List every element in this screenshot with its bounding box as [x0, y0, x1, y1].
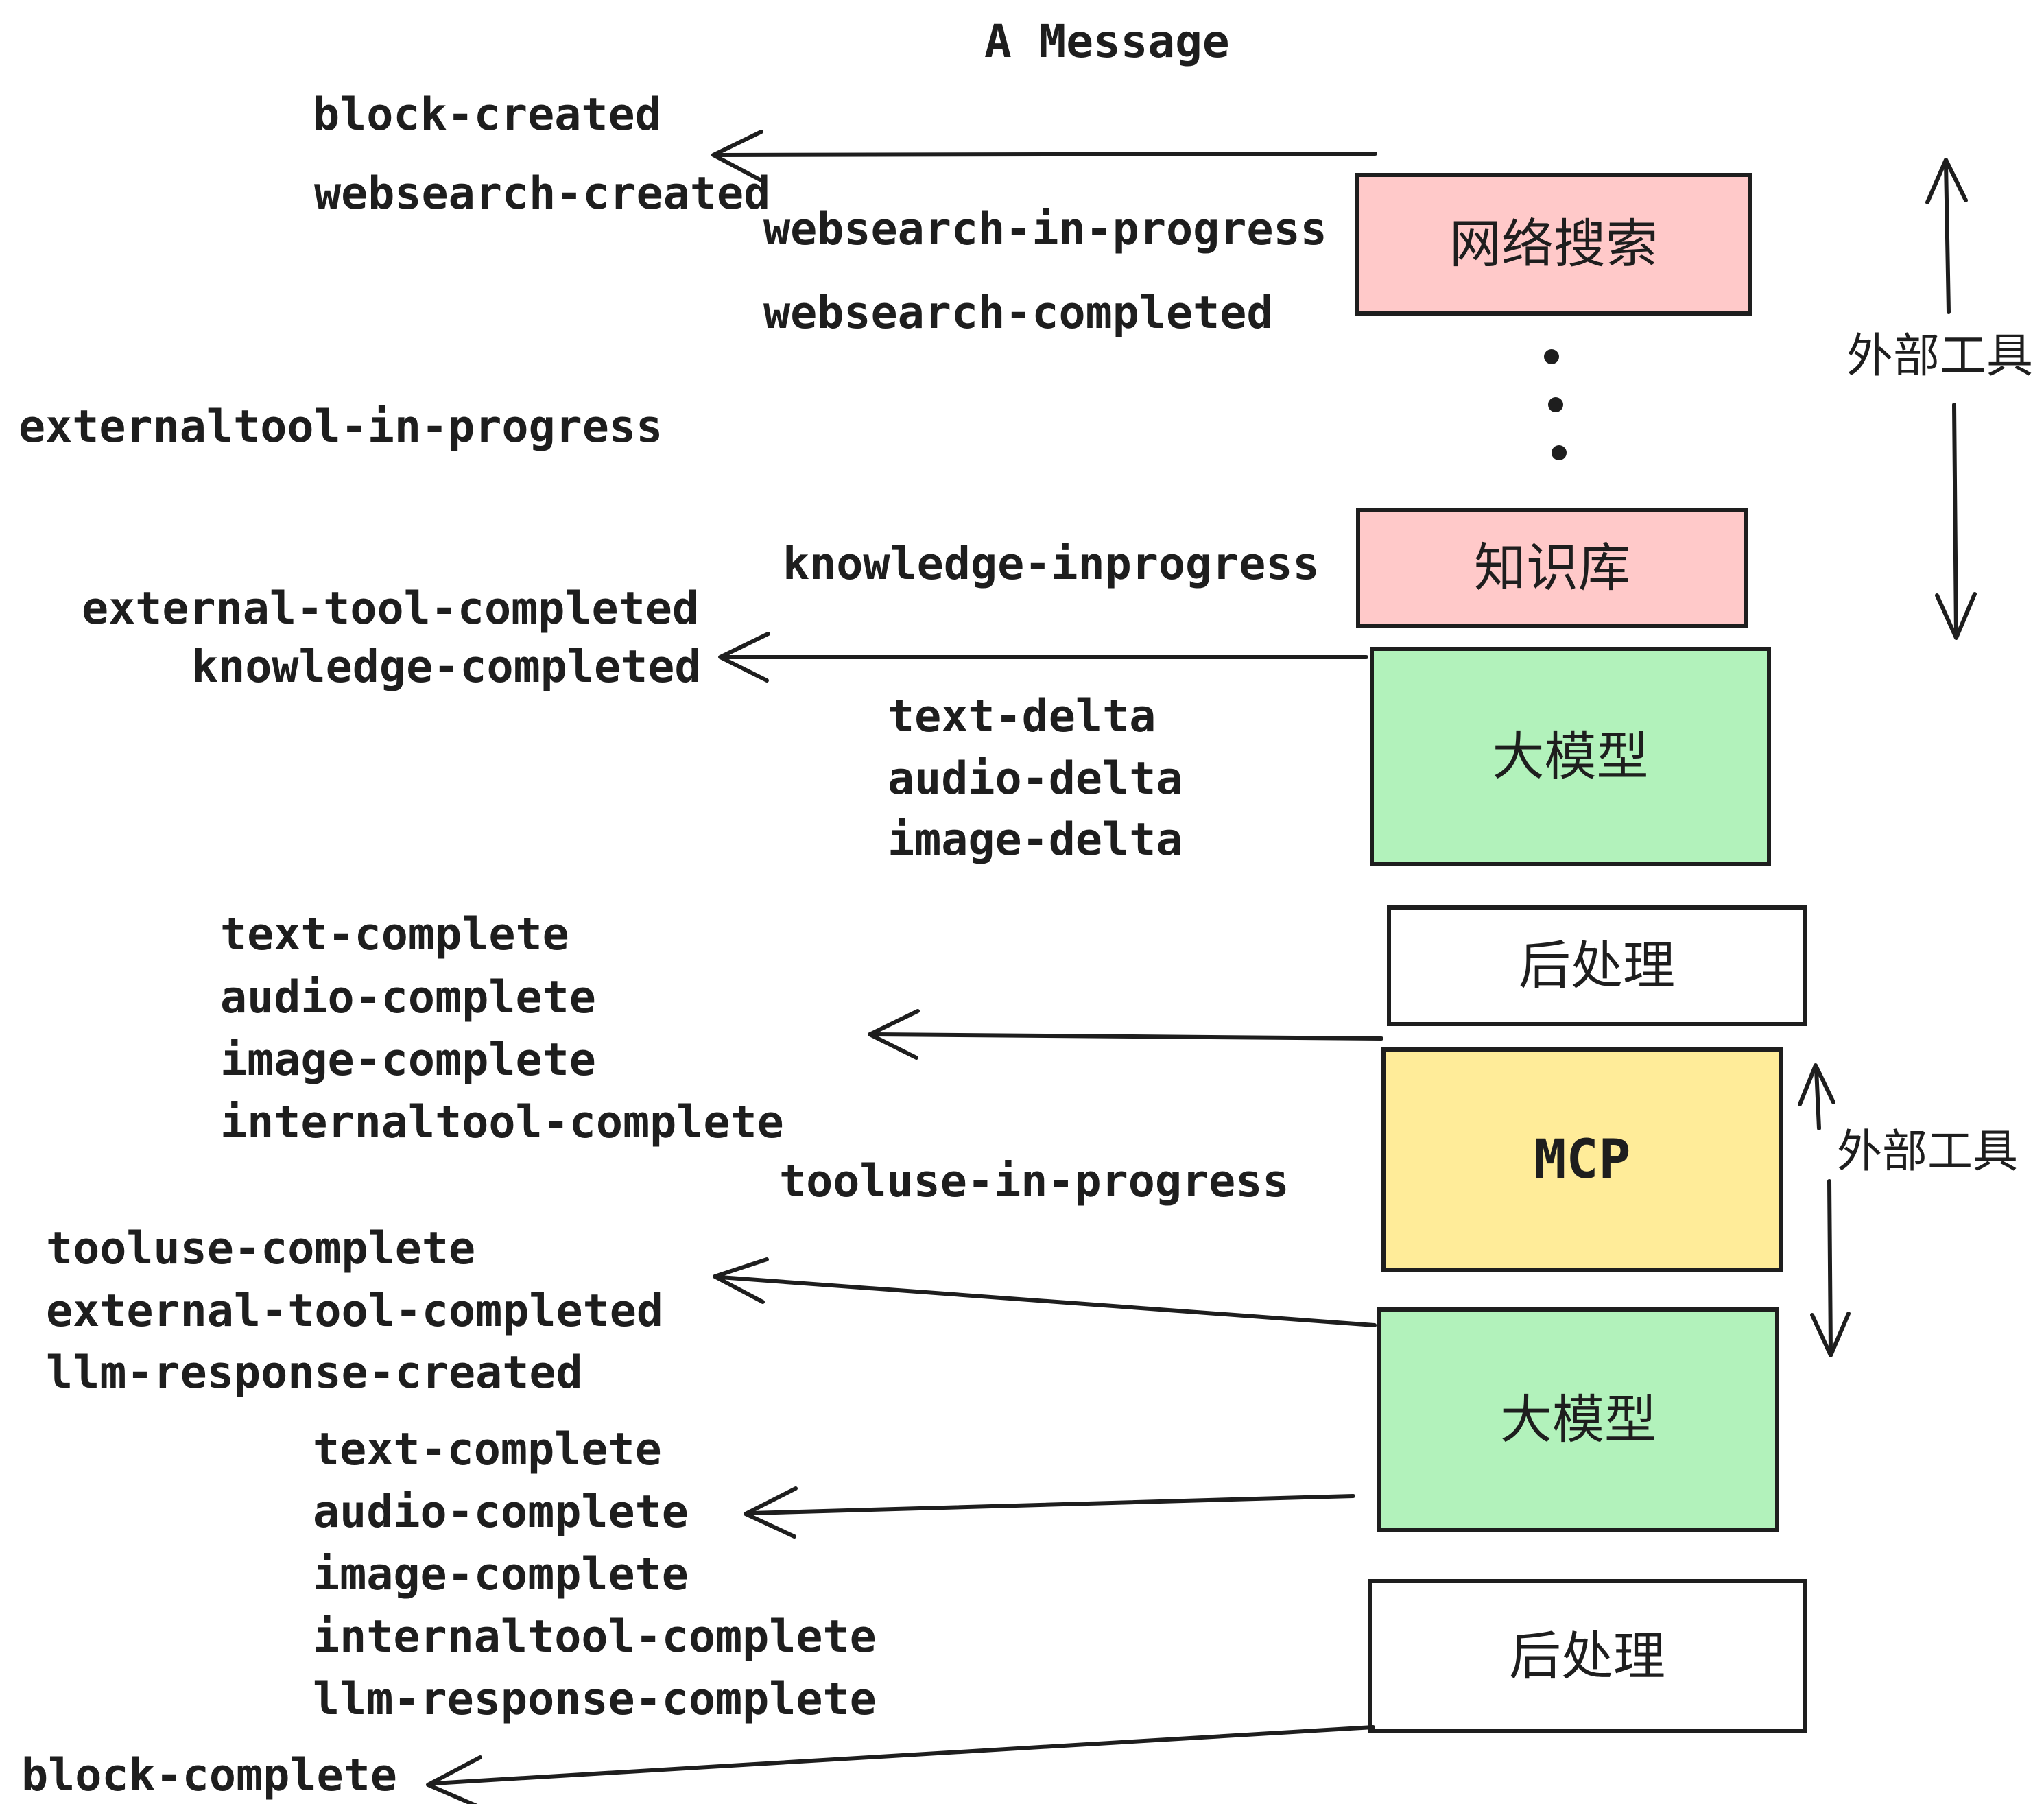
arrow-to-block-complete	[426, 1725, 1375, 1804]
box-websearch: 网络搜索	[1355, 173, 1752, 316]
event-internaltool-complete: internaltool-complete	[220, 1097, 784, 1148]
event-internaltool-complete-2: internaltool-complete	[313, 1611, 877, 1663]
box-post-process-2: 后处理	[1368, 1579, 1807, 1733]
event-image-complete: image-complete	[220, 1034, 596, 1086]
box-llm-1-label: 大模型	[1492, 726, 1649, 787]
box-post-process-1-label: 后处理	[1519, 935, 1675, 996]
box-knowledge-label: 知识库	[1474, 536, 1630, 598]
event-audio-complete-2: audio-complete	[313, 1486, 689, 1538]
event-knowledge-inprogress: knowledge-inprogress	[783, 538, 1320, 590]
event-block-complete: block-complete	[21, 1750, 397, 1801]
event-audio-complete: audio-complete	[220, 972, 596, 1023]
event-knowledge-completed: knowledge-completed	[191, 641, 702, 693]
event-external-tool-completed-2: external-tool-completed	[46, 1285, 664, 1337]
box-post-process-1: 后处理	[1387, 905, 1807, 1026]
event-audio-delta: audio-delta	[888, 753, 1183, 805]
arrow-to-websearch-created	[711, 130, 1377, 182]
arrow-to-image-complete	[868, 1009, 1383, 1060]
event-block-created: block-created	[313, 89, 662, 141]
box-llm-2-label: 大模型	[1500, 1389, 1656, 1450]
event-image-complete-2: image-complete	[313, 1549, 689, 1600]
box-mcp-label: MCP	[1534, 1129, 1631, 1191]
page-title: A Message	[984, 15, 1230, 68]
event-text-complete-2: text-complete	[313, 1424, 662, 1475]
arrow-to-audio-complete	[744, 1486, 1355, 1539]
external-tools-range-arrow-2	[1798, 1063, 1851, 1357]
event-websearch-in-progress: websearch-in-progress	[763, 204, 1327, 255]
box-llm-2: 大模型	[1377, 1307, 1779, 1532]
event-external-tool-completed: external-tool-completed	[82, 583, 700, 634]
event-text-complete: text-complete	[220, 909, 569, 960]
box-llm-1: 大模型	[1370, 647, 1771, 866]
event-llm-response-complete: llm-response-complete	[313, 1674, 877, 1725]
event-image-delta: image-delta	[888, 814, 1183, 866]
event-externaltool-in-progress: externaltool-in-progress	[19, 401, 663, 453]
event-tooluse-complete: tooluse-complete	[46, 1223, 476, 1274]
box-knowledge: 知识库	[1356, 508, 1748, 628]
side-label-external-tools-2: 外部工具	[1837, 1125, 2018, 1178]
ellipsis-dots	[1544, 349, 1567, 460]
arrow-to-tooluse-complete	[713, 1257, 1377, 1327]
event-llm-response-created: llm-response-created	[46, 1347, 583, 1399]
event-text-delta: text-delta	[888, 691, 1156, 742]
side-label-external-tools-1: 外部工具	[1846, 329, 2034, 383]
box-mcp: MCP	[1381, 1047, 1783, 1272]
external-tools-range-arrow-1	[1925, 158, 1977, 640]
box-post-process-2-label: 后处理	[1509, 1625, 1665, 1687]
event-websearch-completed: websearch-completed	[763, 287, 1274, 339]
event-tooluse-in-progress: tooluse-in-progress	[779, 1156, 1290, 1207]
event-websearch-created: websearch-created	[314, 168, 771, 219]
box-websearch-label: 网络搜索	[1449, 213, 1658, 274]
arrow-to-knowledge-completed	[718, 632, 1368, 683]
